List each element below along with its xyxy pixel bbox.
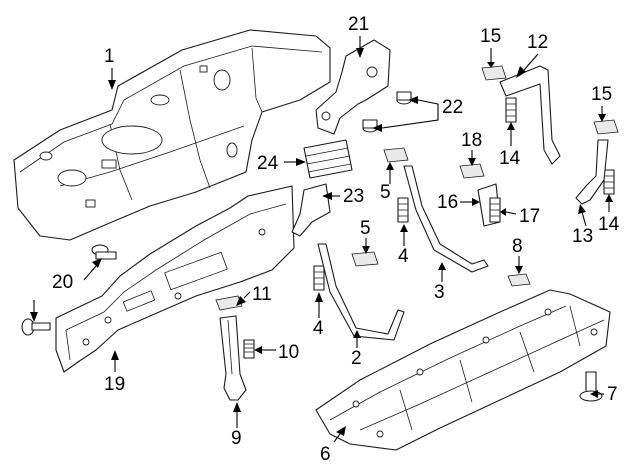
callout-19: 19 — [104, 374, 125, 395]
callout-3: 3 — [434, 282, 445, 303]
plate-24 — [303, 139, 353, 179]
hanger-9 — [219, 315, 247, 401]
callout-22: 22 — [442, 97, 463, 118]
callout-15-right: 15 — [591, 84, 612, 105]
clip-5-lower — [351, 251, 379, 267]
fastener-7 — [579, 371, 603, 402]
callout-7: 7 — [607, 384, 618, 405]
bolt-10 — [243, 339, 255, 359]
callout-8: 8 — [512, 236, 523, 257]
fuel-tank — [13, 29, 331, 241]
callout-20: 20 — [52, 272, 73, 293]
bolt-17 — [489, 197, 501, 223]
hanger-13 — [575, 139, 609, 205]
callout-4-upper: 4 — [398, 246, 409, 267]
bolt-22-lower — [362, 119, 378, 133]
clip-18 — [459, 163, 485, 179]
callout-9: 9 — [231, 428, 242, 449]
callout-23: 23 — [343, 186, 364, 207]
strap-12 — [499, 65, 561, 165]
bracket-21 — [315, 39, 391, 135]
callout-1: 1 — [104, 46, 115, 67]
skid-plate — [315, 289, 611, 451]
callout-16: 16 — [437, 192, 458, 213]
bolt-4-upper — [397, 197, 409, 223]
callout-21: 21 — [348, 14, 369, 35]
fastener-20 — [91, 244, 117, 260]
clip-8 — [507, 273, 531, 287]
bolt-14-right — [603, 169, 615, 195]
callout-2: 2 — [351, 348, 362, 369]
callout-15-upper: 15 — [480, 26, 501, 47]
callout-10: 10 — [278, 342, 299, 363]
callout-12: 12 — [527, 32, 548, 53]
callout-11: 11 — [252, 284, 272, 305]
clip-5-upper — [383, 147, 409, 163]
bolt-4-lower — [313, 265, 325, 291]
strap-2 — [317, 243, 405, 341]
callout-5-upper: 5 — [380, 182, 391, 203]
clip-15-right — [593, 119, 619, 135]
callout-4-lower: 4 — [313, 318, 324, 339]
callout-24: 24 — [257, 153, 279, 174]
callout-14-upper: 14 — [499, 148, 521, 169]
callout-17: 17 — [519, 206, 540, 227]
callout-14-right: 14 — [598, 214, 620, 235]
callout-18: 18 — [461, 130, 482, 151]
callout-13: 13 — [572, 226, 593, 247]
clip-11 — [215, 295, 243, 311]
callout-5-lower: 5 — [360, 218, 371, 239]
fastener-20-lower — [21, 318, 51, 336]
callout-6: 6 — [320, 444, 331, 465]
clip-15-upper — [481, 65, 507, 81]
bolt-22-upper — [396, 91, 412, 105]
bolt-14-upper — [505, 97, 517, 123]
heat-shield-left — [55, 185, 295, 373]
bracket-23 — [291, 183, 331, 237]
leader-lines — [30, 36, 613, 443]
strap-3 — [403, 165, 489, 273]
